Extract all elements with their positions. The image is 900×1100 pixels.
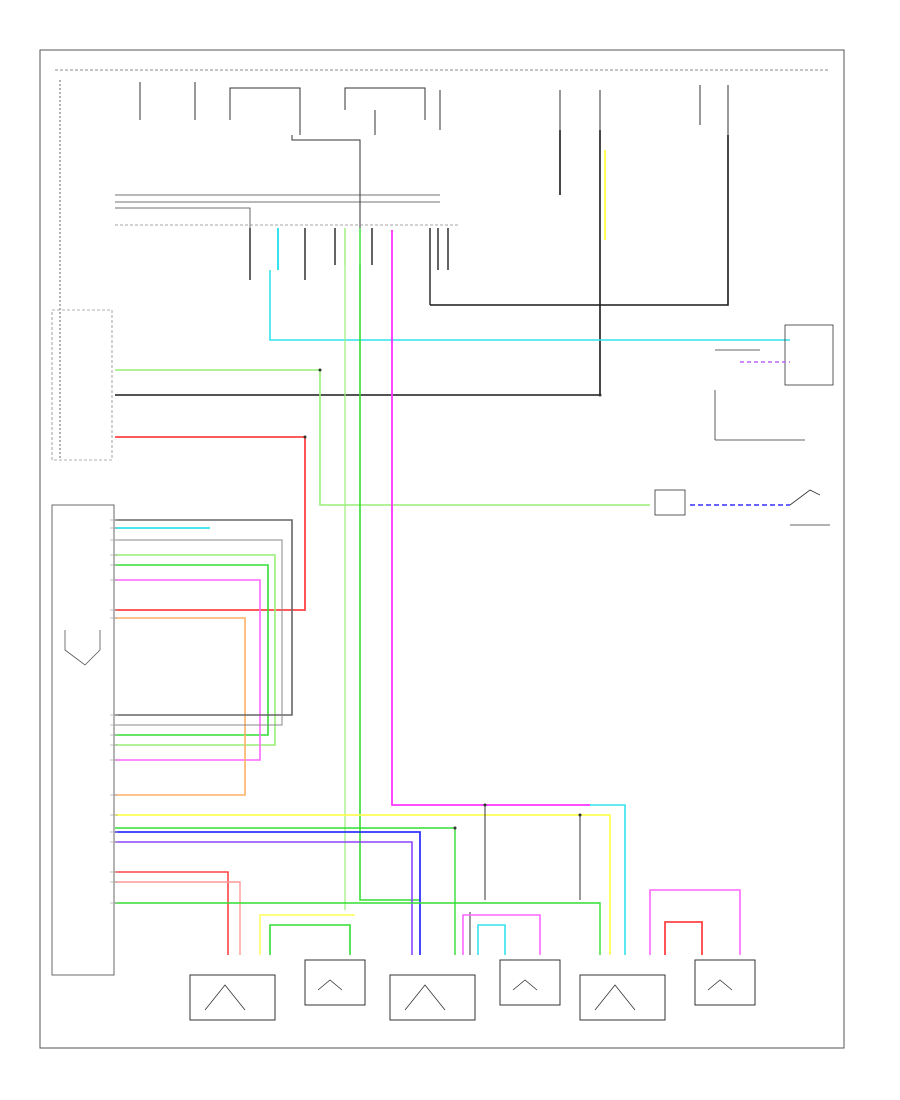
switch-left-rear [499,959,561,1006]
motor-symbols [204,979,733,1011]
top-fuse-row [55,69,830,230]
motor-left-rear [389,974,476,1021]
switch-right-rear [694,959,756,1006]
pink-loop-switch2 [462,914,541,955]
left-ecu-upper [51,309,113,461]
ecu-symbol [64,630,101,666]
left-harness-lines [59,80,460,460]
cyan-wire-motor [590,804,626,955]
right-switch-lower [654,489,830,526]
bottom-components [189,959,756,1021]
motor-right-rear [579,974,666,1021]
green-wire-mid [115,827,456,955]
red-wire-long [115,436,306,611]
black-feed-wires [115,130,729,396]
green-vertical-wire [359,265,420,901]
diagram-border [39,49,845,1049]
red-wire-lower-2 [115,881,241,955]
green-long-wire [115,369,650,506]
splice-dots [303,368,602,830]
cyan-loop-switch2 [477,924,506,955]
ecu-pin-stubs [110,519,118,904]
cyan-wire-right [269,270,790,341]
magenta-long-wire [391,230,590,806]
motor-right-front [189,974,276,1021]
connector-stubs [249,228,449,305]
left-ecu-main [51,504,115,976]
ecu-wire-bundle [115,519,293,796]
red-loop-switch3 [664,921,703,955]
pink-loop-switch3 [649,889,741,955]
black-wires-lower [469,805,581,955]
yellow-loop-switch1 [259,914,355,955]
blue-wire [115,831,421,955]
purple-wire [115,841,413,955]
right-connector-upper [714,324,834,441]
yellow-long-wire [115,814,611,955]
red-wire-lower [115,871,229,955]
switch-right-front [304,959,366,1006]
green-loop-switch1 [269,924,351,955]
green-wire-lower [115,902,601,955]
